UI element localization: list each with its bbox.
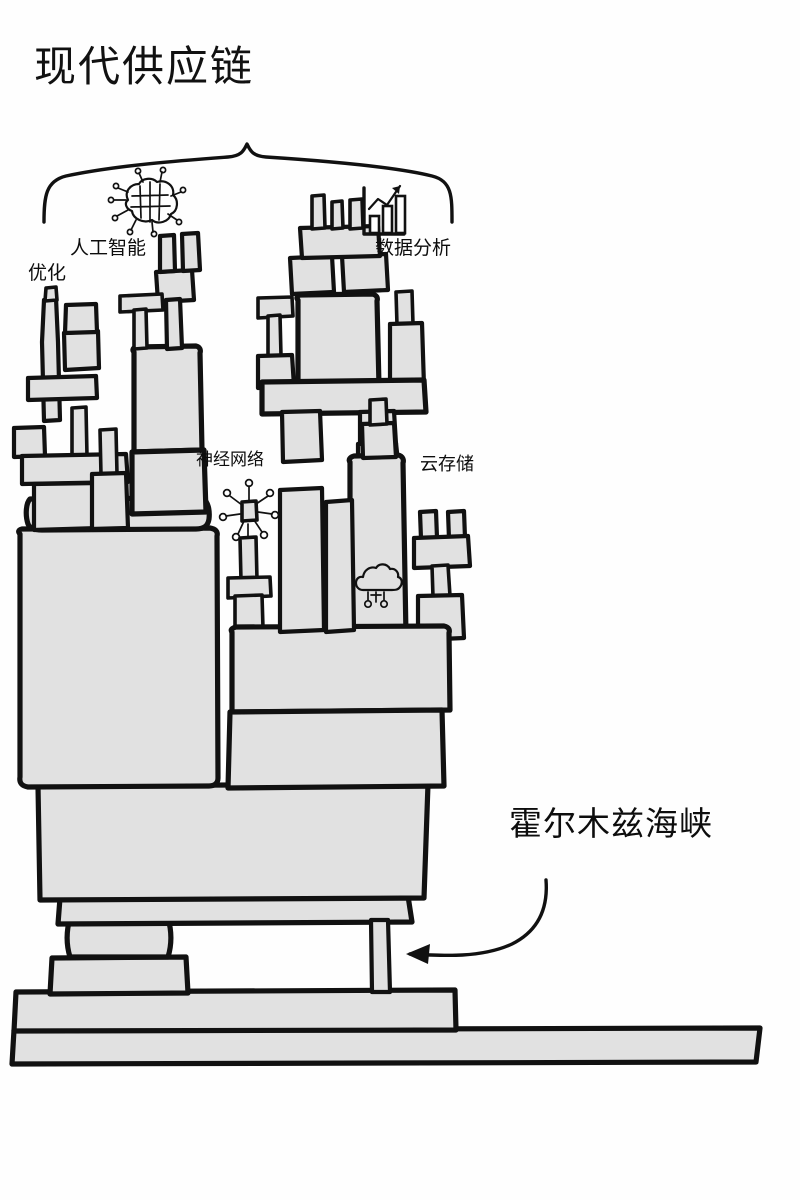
right-ear-neck — [430, 563, 452, 599]
right-ear-head — [411, 533, 473, 571]
block-cube-left — [11, 424, 48, 460]
mid-slab-lower — [225, 707, 447, 791]
center-rod-1 — [310, 193, 327, 231]
ground-base-slabs — [9, 987, 763, 1067]
block-small-b — [62, 301, 100, 336]
cloud-tower-neck — [359, 420, 399, 461]
ground-slab-upper — [11, 987, 459, 1034]
mid-platform-stack — [225, 623, 453, 791]
label-cloud-storage: 云存储 — [420, 454, 474, 475]
column-thin-left — [98, 427, 119, 477]
label-optimization: 优化 — [28, 262, 67, 284]
pedestal-plinth — [47, 954, 191, 997]
left-spire-assembly — [11, 285, 131, 533]
ground-slab-bottom — [9, 1025, 763, 1067]
base-pedestal — [47, 893, 415, 997]
post-thin-left — [70, 405, 89, 459]
ai-crossarm-post — [132, 307, 149, 351]
spire-tip — [43, 285, 59, 303]
ai-prong-right — [179, 230, 203, 274]
cloud-storage-tower — [346, 397, 409, 641]
nn-post — [238, 535, 259, 583]
cloud-tower-body — [346, 452, 409, 641]
center-rod-2 — [330, 199, 345, 231]
cloud-download-icon — [354, 563, 403, 609]
mid-left-columns — [277, 485, 357, 635]
ai-tower-pedestal — [129, 447, 209, 517]
spire-tall-thin — [39, 295, 63, 424]
lower-body-block — [35, 781, 431, 903]
curved-arrow-icon — [406, 878, 548, 964]
center-cap-slab — [297, 223, 383, 261]
ai-crossarm — [118, 292, 165, 314]
bar-chart-trend-icon — [362, 184, 407, 236]
mid-slab-upper — [228, 623, 453, 715]
slab-upper-left — [25, 373, 100, 403]
block-small-a — [61, 328, 102, 373]
center-platform-slab — [259, 377, 429, 417]
ai-tower — [118, 230, 209, 517]
cloud-tower-spire — [368, 397, 389, 427]
center-left-thead — [256, 295, 295, 320]
neural-net-column — [226, 535, 273, 632]
node-graph-icon — [218, 478, 280, 542]
nn-icon-hub — [240, 499, 259, 523]
label-neural-network: 神经网络 — [196, 450, 264, 470]
left-body-block-large — [16, 525, 221, 790]
mid-column-tall — [277, 485, 327, 635]
center-right-rod — [394, 289, 415, 327]
right-ear-left — [417, 508, 440, 542]
ai-tower-cap-block — [153, 267, 197, 305]
column-base-left — [89, 470, 131, 532]
mid-column-short — [323, 497, 357, 635]
center-left-post — [266, 313, 283, 360]
body-block-lower — [35, 781, 431, 903]
right-antenna-structure — [411, 508, 473, 643]
ai-tower-body — [130, 343, 205, 455]
label-data-analysis: 数据分析 — [375, 237, 452, 259]
pedestal-rounded-drum — [64, 915, 174, 960]
ai-mast — [163, 296, 185, 352]
top-curly-brace — [42, 142, 454, 224]
center-tower-body — [294, 291, 382, 391]
ai-prong-left — [157, 232, 178, 275]
center-shoulder-left — [287, 253, 337, 297]
brain-circuit-icon — [107, 166, 187, 238]
left-body-stack — [16, 495, 221, 790]
thin-support-leg-hormuz — [368, 917, 393, 995]
label-artificial-intelligence: 人工智能 — [70, 237, 147, 259]
thin-leg — [368, 917, 393, 995]
label-strait-of-hormuz: 霍尔木兹海峡 — [509, 804, 713, 843]
nn-base-slab — [226, 575, 273, 600]
center-leg-left — [279, 408, 325, 465]
page-title: 现代供应链 — [34, 42, 255, 91]
center-rod-3 — [348, 197, 365, 231]
